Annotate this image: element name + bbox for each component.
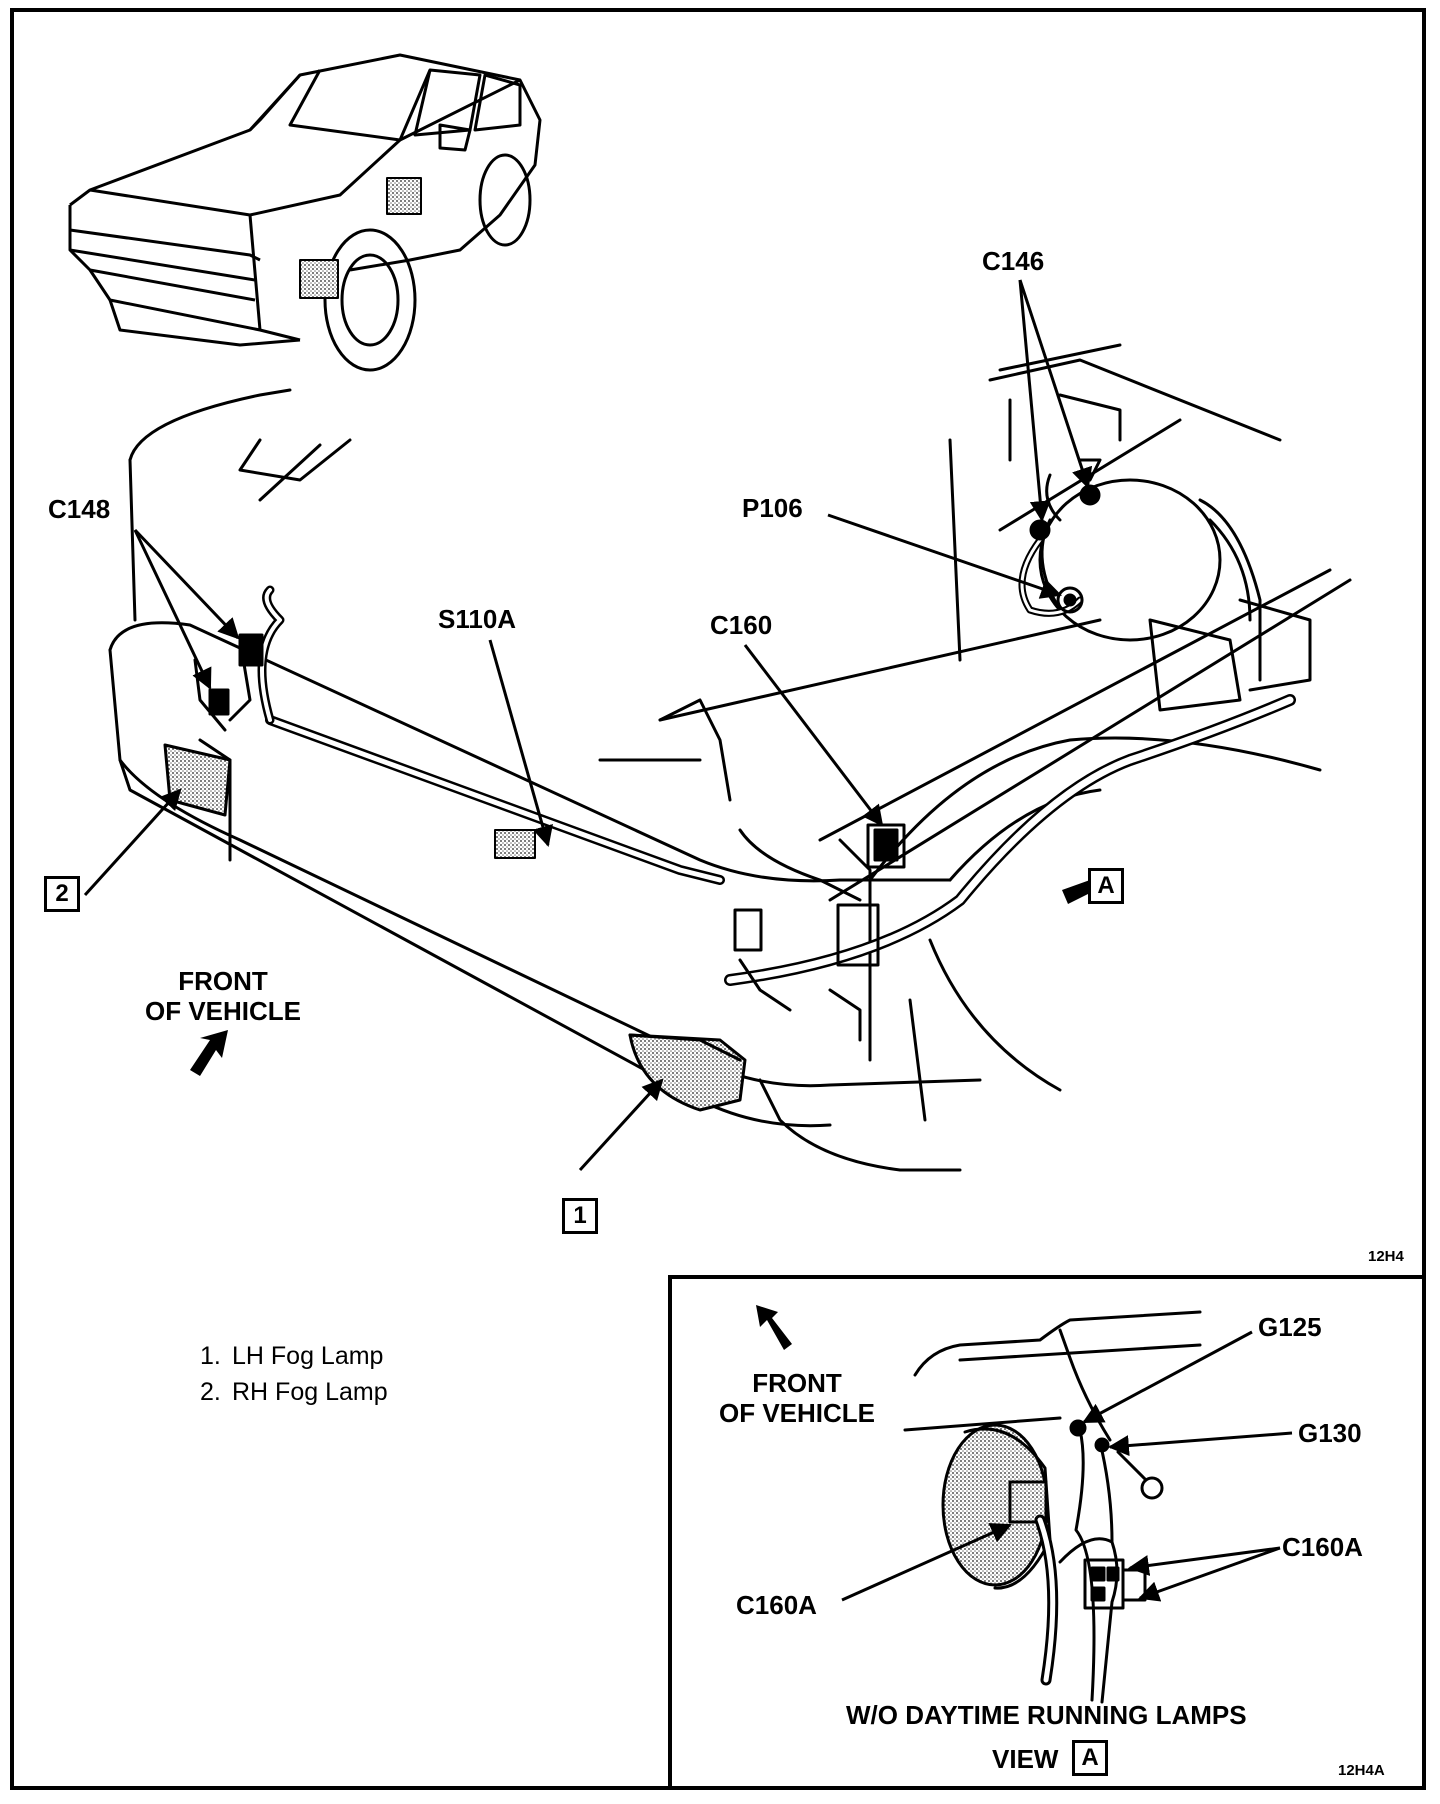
legend-text: LH Fog Lamp [232, 1342, 384, 1370]
front-line-2: OF VEHICLE [144, 996, 301, 1026]
view-a-marker: A [1088, 868, 1124, 904]
inset-view-marker: A [1072, 1740, 1108, 1776]
inset-front-label: FRONT OF VEHICLE [712, 1368, 882, 1428]
callout-c148: C148 [48, 494, 111, 524]
vehicle-thumbnail [68, 53, 542, 372]
callout-c146: C146 [982, 246, 1045, 276]
legend-item: 2. RH Fog Lamp [200, 1374, 388, 1410]
lamp-1-marker: 1 [562, 1198, 598, 1234]
callout-g130: G130 [1298, 1418, 1362, 1448]
callout-c160a-right: C160A [1282, 1532, 1363, 1562]
lamp-2-marker: 2 [44, 876, 80, 912]
inset-caption: W/O DAYTIME RUNNING LAMPS [846, 1700, 1247, 1730]
legend: 1. LH Fog Lamp 2. RH Fog Lamp [200, 1338, 388, 1410]
figure-code: 12H4 [1368, 1248, 1404, 1265]
legend-num: 2. [200, 1378, 221, 1406]
callout-p106: P106 [742, 493, 803, 523]
front-end-view [108, 343, 1352, 1172]
legend-text: RH Fog Lamp [232, 1378, 388, 1406]
front-line-1: FRONT [178, 966, 268, 996]
callout-c160: C160 [710, 610, 773, 640]
leader-lines [83, 279, 1093, 1172]
inset-view-word: VIEW [992, 1744, 1059, 1774]
inset-front-line-1: FRONT [752, 1368, 842, 1398]
callout-c160a-left: C160A [736, 1590, 817, 1620]
callout-g125: G125 [1258, 1312, 1322, 1342]
legend-item: 1. LH Fog Lamp [200, 1338, 388, 1374]
inset-front-line-2: OF VEHICLE [718, 1398, 875, 1428]
front-direction-arrow [190, 1030, 228, 1076]
front-of-vehicle-label: FRONT OF VEHICLE [138, 966, 308, 1026]
callout-s110a: S110A [438, 604, 517, 634]
legend-num: 1. [200, 1342, 221, 1370]
inset-figure-code: 12H4A [1338, 1762, 1385, 1779]
